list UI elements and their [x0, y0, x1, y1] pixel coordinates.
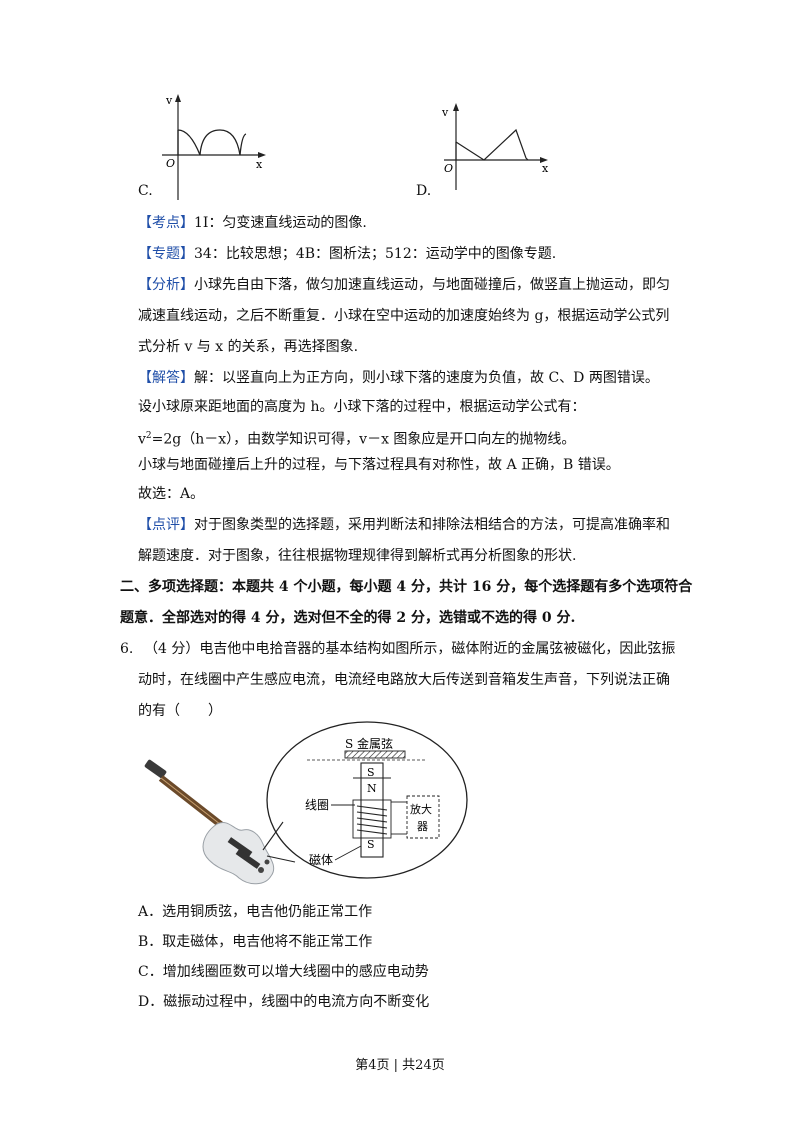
question6-line-3: 的有（ ）	[138, 703, 222, 719]
dianping-text-1: 对于图象类型的选择题，采用判断法和排除法相结合的方法，可提高准确率和	[194, 517, 670, 533]
dianping-line-1: 【点评】对于图象类型的选择题，采用判断法和排除法相结合的方法，可提高准确率和	[138, 515, 670, 535]
option-c-label: C.	[138, 183, 153, 199]
label-amp-1: 放大	[410, 802, 432, 816]
zhuanti-line: 【专题】34：比较思想；4B：图析法；512：运动学中的图像专题.	[138, 244, 556, 264]
section2-line-2: 题意．全部选对的得 4 分，选对但不全的得 2 分，选错或不选的得 0 分.	[120, 610, 576, 626]
question6-number: 6.	[120, 641, 134, 657]
jieda-tag: 【解答】	[138, 370, 194, 386]
option-d-label: D.	[416, 183, 432, 199]
jieda-formula-rest: =2g（h－x），由数学知识可得，v－x 图象应是开口向左的抛物线。	[151, 431, 576, 448]
question6-line-2: 动时，在线圈中产生感应电流，电流经电路放大后传送到音箱发生声音，下列说法正确	[138, 672, 670, 688]
graph-c-x-label: x	[256, 158, 263, 171]
dianping-tag: 【点评】	[138, 517, 194, 533]
fenxi-text-1: 小球先自由下落，做匀加速直线运动，与地面碰撞后，做竖直上抛运动，即匀	[194, 277, 670, 293]
zhuanti-text: 34：比较思想；4B：图析法；512：运动学中的图像专题.	[194, 246, 557, 262]
fenxi-line-3: 式分析 v 与 x 的关系，再选择图象.	[138, 339, 359, 355]
jieda-v: v	[138, 431, 146, 448]
section2-line-1: 二、多项选择题：本题共 4 个小题，每小题 4 分，共计 16 分，每个选择题有…	[120, 579, 693, 595]
label-magnet: 磁体	[309, 852, 333, 867]
label-amp-2: 器	[417, 820, 428, 833]
graph-d: v x O	[441, 103, 549, 190]
jieda-line-1: 【解答】解：以竖直向上为正方向，则小球下落的速度为负值，故 C、D 两图错误。	[138, 368, 659, 388]
dianping-line-2: 解题速度．对于图象，往往根据物理规律得到解析式再分析图象的形状.	[138, 548, 577, 564]
graph-d-origin-label: O	[444, 162, 453, 175]
option-a: A．选用铜质弦，电吉他仍能正常工作	[138, 904, 373, 920]
guitar-image	[144, 759, 275, 885]
label-s-top: S	[367, 766, 375, 779]
fenxi-line-2: 减速直线运动，之后不断重复．小球在空中运动的加速度始终为 g，根据运动学公式列	[138, 308, 670, 324]
graph-c-origin-label: O	[166, 157, 175, 170]
label-s-string: S 金属弦	[345, 736, 393, 751]
kaodian-line: 【考点】1I：匀变速直线运动的图像.	[138, 213, 367, 233]
jieda-line-4: 小球与地面碰撞后上升的过程，与下落过程具有对称性，故 A 正确，B 错误。	[138, 457, 620, 473]
graph-d-v-label: v	[441, 106, 449, 119]
jieda-line-5: 故选：A。	[138, 486, 205, 502]
kaodian-text: 1I：匀变速直线运动的图像.	[194, 215, 367, 231]
page-footer: 第4页 | 共24页	[355, 1058, 445, 1073]
graph-c: v x O	[162, 94, 266, 200]
option-b: B．取走磁体，电吉他将不能正常工作	[138, 934, 373, 950]
label-n: N	[367, 782, 377, 795]
option-c: C．增加线圈匝数可以增大线圈中的感应电动势	[138, 964, 429, 980]
question6-line-1: （4 分）电吉他中电拾音器的基本结构如图所示，磁体附近的金属弦被磁化，因此弦振	[144, 641, 676, 657]
pickup-figure: S 金属弦 S N S 放大 器 线圈 磁体	[144, 721, 468, 885]
graph-c-v-label: v	[165, 94, 173, 107]
jieda-line-3: v2=2g（h－x），由数学知识可得，v－x 图象应是开口向左的抛物线。	[138, 426, 575, 450]
graph-d-x-label: x	[542, 162, 549, 175]
label-coil: 线圈	[305, 798, 329, 812]
label-s-bottom: S	[367, 838, 375, 851]
jieda-v-squared: 2	[145, 431, 152, 441]
zhuanti-tag: 【专题】	[138, 246, 194, 262]
jieda-line-2: 设小球原来距地面的高度为 h。小球下落的过程中，根据运动学公式有：	[138, 399, 586, 415]
option-d: D．磁振动过程中，线圈中的电流方向不断变化	[138, 994, 430, 1010]
jieda-text-1: 解：以竖直向上为正方向，则小球下落的速度为负值，故 C、D 两图错误。	[194, 370, 659, 386]
fenxi-line-1: 【分析】小球先自由下落，做匀加速直线运动，与地面碰撞后，做竖直上抛运动，即匀	[138, 275, 670, 295]
fenxi-tag: 【分析】	[138, 277, 194, 293]
kaodian-tag: 【考点】	[138, 215, 194, 231]
